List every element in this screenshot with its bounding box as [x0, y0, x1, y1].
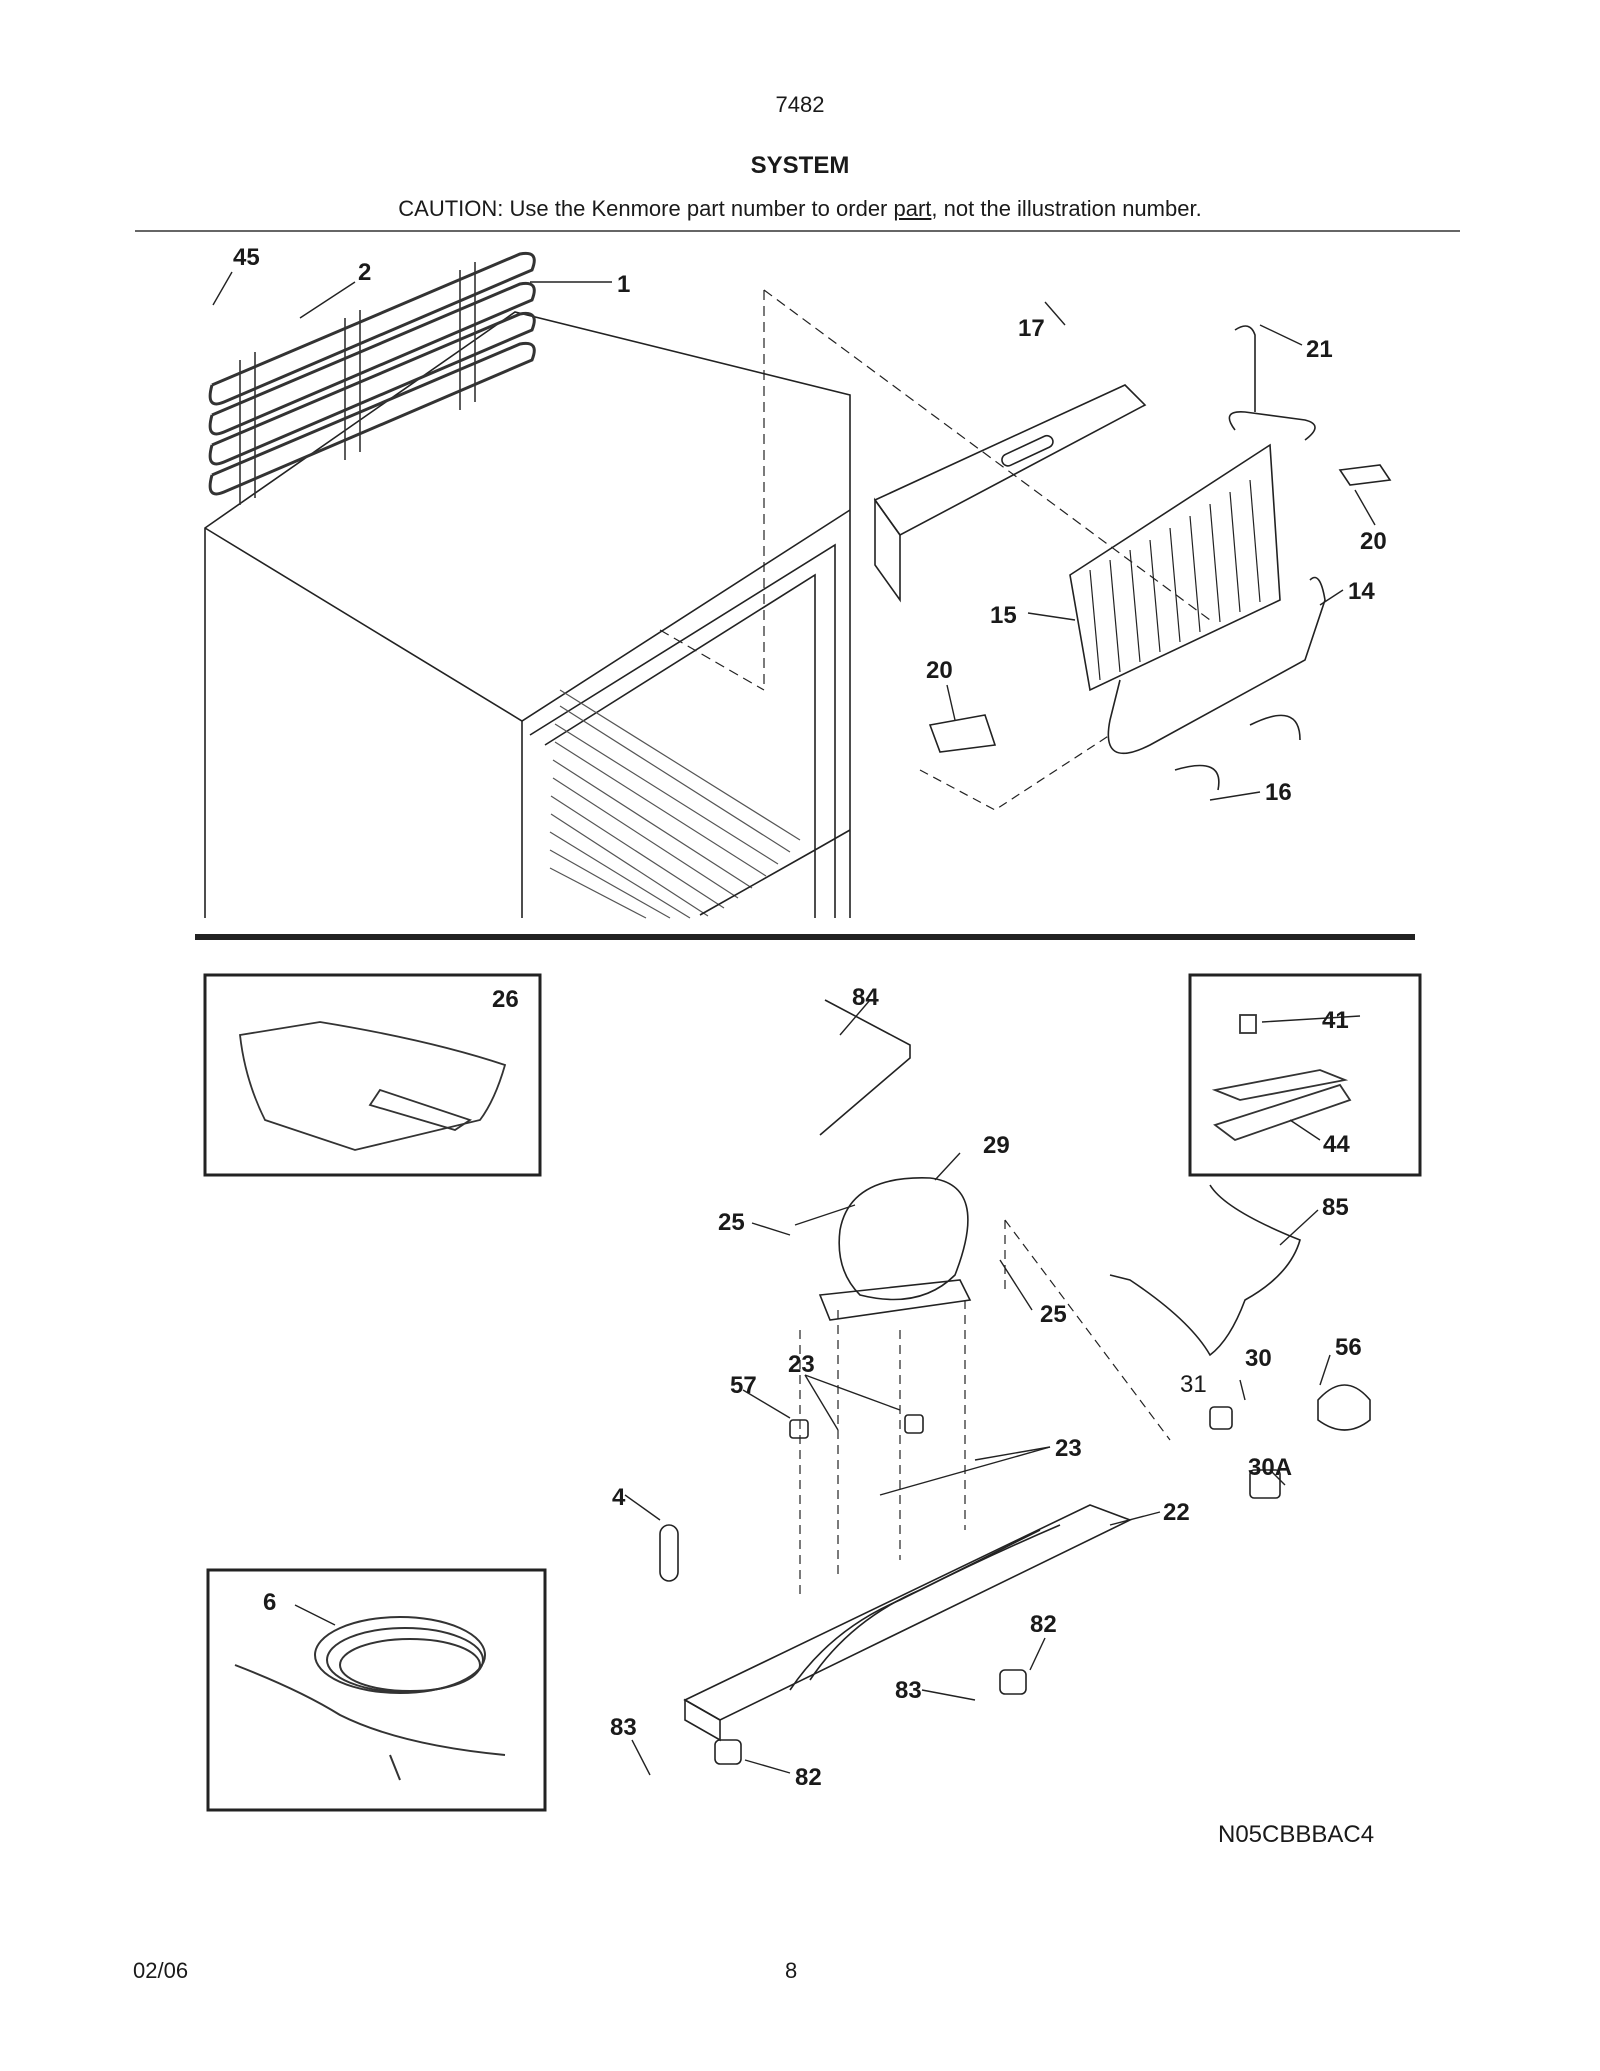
- condenser-coil: [208, 251, 536, 505]
- callout-30a: 30A: [1248, 1454, 1292, 1481]
- caution-note: CAUTION: Use the Kenmore part number to …: [0, 196, 1600, 222]
- callout-25-left: 25: [718, 1209, 745, 1236]
- callout-20-bottom: 20: [926, 657, 953, 684]
- caution-suffix: , not the illustration number.: [931, 196, 1202, 221]
- callout-2: 2: [358, 259, 371, 286]
- inset-box-water-pan: [203, 973, 542, 1177]
- callout-82-left: 82: [795, 1764, 822, 1791]
- callout-45: 45: [233, 244, 260, 271]
- revision-date: 02/06: [133, 1958, 189, 1983]
- callout-82-right: 82: [1030, 1611, 1057, 1638]
- caution-prefix: CAUTION: Use the Kenmore part number to …: [398, 196, 894, 221]
- callout-15: 15: [990, 602, 1017, 629]
- callout-16: 16: [1265, 779, 1292, 806]
- callout-44: 44: [1323, 1131, 1350, 1158]
- callout-leader-lines: [212, 271, 1376, 1776]
- power-cord-drawing: [234, 1616, 506, 1781]
- callout-22: 22: [1163, 1499, 1190, 1526]
- page-number: 8: [785, 1958, 798, 1983]
- callout-25-right: 25: [1040, 1301, 1067, 1328]
- callout-57: 57: [730, 1372, 757, 1399]
- evaporator-parts: [873, 325, 1392, 811]
- callout-6: 6: [263, 1589, 276, 1616]
- callout-30: 30: [1245, 1345, 1272, 1372]
- callout-29: 29: [983, 1132, 1010, 1159]
- callout-23-right: 23: [1055, 1435, 1082, 1462]
- callout-83-left: 83: [610, 1714, 637, 1741]
- callout-83-right: 83: [895, 1677, 922, 1704]
- inset-box-power-cord: [206, 1568, 547, 1812]
- callout-17: 17: [1018, 315, 1045, 342]
- page-title: SYSTEM: [750, 152, 850, 179]
- callout-23-top: 23: [788, 1351, 815, 1378]
- callout-56: 56: [1335, 1334, 1362, 1361]
- callout-31: 31: [1180, 1371, 1207, 1398]
- caution-part-word: part: [893, 196, 932, 221]
- callout-84: 84: [852, 984, 879, 1011]
- inset-box-mount-bracket: [1188, 973, 1422, 1177]
- callout-14: 14: [1348, 578, 1375, 605]
- callout-labels: 45 2 1 17 21 20 15 14 20 16 26 84 41 44 …: [233, 244, 1387, 1791]
- callout-20-top: 20: [1360, 528, 1387, 555]
- callout-1: 1: [617, 271, 630, 298]
- diagram-code: N05CBBBAC4: [1218, 1821, 1375, 1848]
- cabinet-drawing: [204, 289, 1211, 919]
- callout-85: 85: [1322, 1194, 1349, 1221]
- compressor-assembly: [659, 999, 1371, 1765]
- mount-bracket-drawing: [1211, 1014, 1352, 1142]
- water-pan-drawing: [239, 1021, 507, 1151]
- model-number: 7482: [775, 92, 825, 117]
- callout-4: 4: [612, 1484, 626, 1511]
- callout-26: 26: [492, 986, 519, 1013]
- callout-21: 21: [1306, 336, 1333, 363]
- callout-41: 41: [1322, 1007, 1349, 1034]
